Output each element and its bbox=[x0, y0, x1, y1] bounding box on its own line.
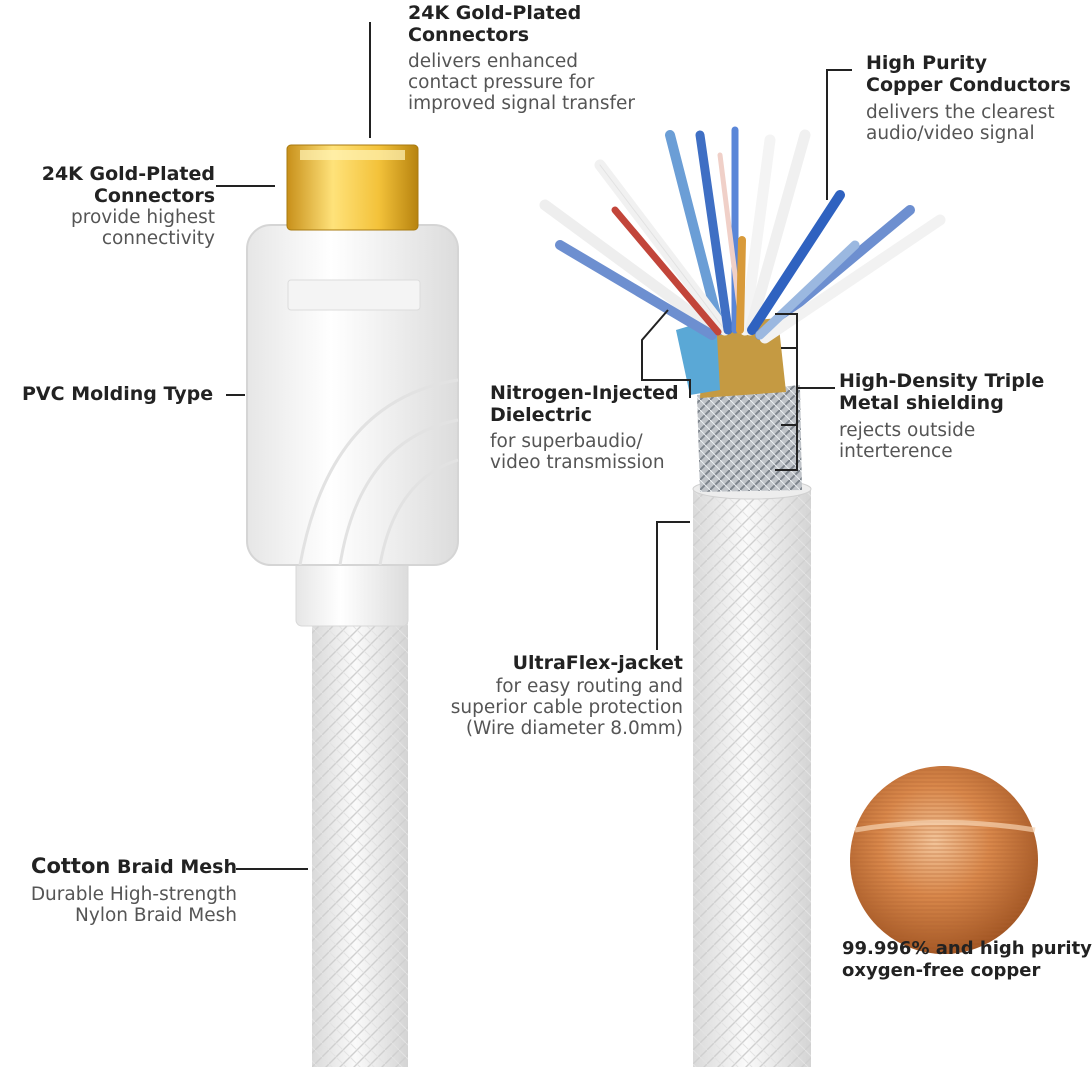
label-purity: 99.996% and high purity oxygen-free copp… bbox=[842, 938, 1092, 982]
label-top-connector: 24K Gold-Plated Connectors delivers enha… bbox=[408, 2, 635, 114]
left-connector-title-2: Connectors bbox=[93, 185, 215, 207]
braid-desc-2: Nylon Braid Mesh bbox=[75, 905, 237, 926]
top-connector-title-2: Connectors bbox=[408, 24, 530, 46]
shielding-title-2: Metal shielding bbox=[839, 392, 1004, 414]
shielding-desc-1: rejects outside bbox=[839, 420, 976, 441]
dielectric-title-2: Dielectric bbox=[490, 404, 593, 426]
dielectric-desc-1: for superbaudio/ bbox=[490, 431, 643, 452]
pvc-molding-body bbox=[246, 224, 459, 566]
gold-plated-connector bbox=[286, 144, 419, 231]
jacket-desc-3: (Wire diameter 8.0mm) bbox=[465, 718, 683, 739]
jacket-desc-2: superior cable protection bbox=[450, 697, 683, 718]
label-braid: Cotton Braid Mesh Durable High-strength … bbox=[31, 855, 237, 926]
purity-line-1: 99.996% and high purity bbox=[842, 938, 1092, 959]
shielding-title-1: High-Density Triple bbox=[839, 370, 1045, 392]
shielding-desc-2: interterence bbox=[839, 441, 953, 462]
copper-desc-2: audio/video signal bbox=[866, 123, 1035, 144]
copper-sample bbox=[850, 766, 1038, 954]
right-cable-jacket bbox=[692, 478, 812, 1067]
label-copper: High Purity Copper Conductors delivers t… bbox=[866, 52, 1071, 144]
label-shielding: High-Density Triple Metal shielding reje… bbox=[839, 370, 1044, 462]
copper-desc-1: delivers the clearest bbox=[866, 102, 1055, 123]
copper-title-1: High Purity bbox=[866, 52, 987, 74]
left-cable bbox=[295, 559, 409, 1067]
left-connector-desc-1: provide highest bbox=[71, 207, 215, 228]
leader-lines bbox=[216, 22, 852, 870]
top-connector-desc-1: delivers enhanced bbox=[408, 51, 579, 72]
braid-title-rest: Braid Mesh bbox=[110, 856, 237, 878]
purity-line-2: oxygen-free copper bbox=[842, 960, 1041, 981]
wire-bundle bbox=[539, 126, 946, 344]
dielectric-desc-2: video transmission bbox=[490, 452, 665, 473]
top-connector-desc-2: contact pressure for bbox=[408, 72, 595, 93]
dielectric-title-1: Nitrogen-Injected bbox=[490, 382, 679, 404]
pvc-title: PVC Molding Type bbox=[22, 383, 214, 405]
top-connector-title-1: 24K Gold-Plated bbox=[408, 2, 582, 24]
left-connector-title-1: 24K Gold-Plated bbox=[41, 163, 215, 185]
left-connector-desc-2: connectivity bbox=[101, 228, 215, 249]
copper-title-2: Copper Conductors bbox=[866, 74, 1071, 96]
braid-title-strong: Cotton bbox=[31, 854, 111, 878]
braid-desc-1: Durable High-strength bbox=[30, 884, 237, 905]
label-dielectric: Nitrogen-Injected Dielectric for superba… bbox=[490, 382, 679, 473]
label-pvc: PVC Molding Type bbox=[22, 383, 213, 405]
label-jacket: UltraFlex-jacket for easy routing and su… bbox=[451, 652, 683, 739]
jacket-desc-1: for easy routing and bbox=[495, 676, 683, 697]
metal-shielding bbox=[676, 318, 802, 492]
label-left-connector: 24K Gold-Plated Connectors provide highe… bbox=[42, 163, 215, 249]
jacket-title: UltraFlex-jacket bbox=[512, 652, 683, 674]
top-connector-desc-3: improved signal transfer bbox=[408, 93, 636, 114]
